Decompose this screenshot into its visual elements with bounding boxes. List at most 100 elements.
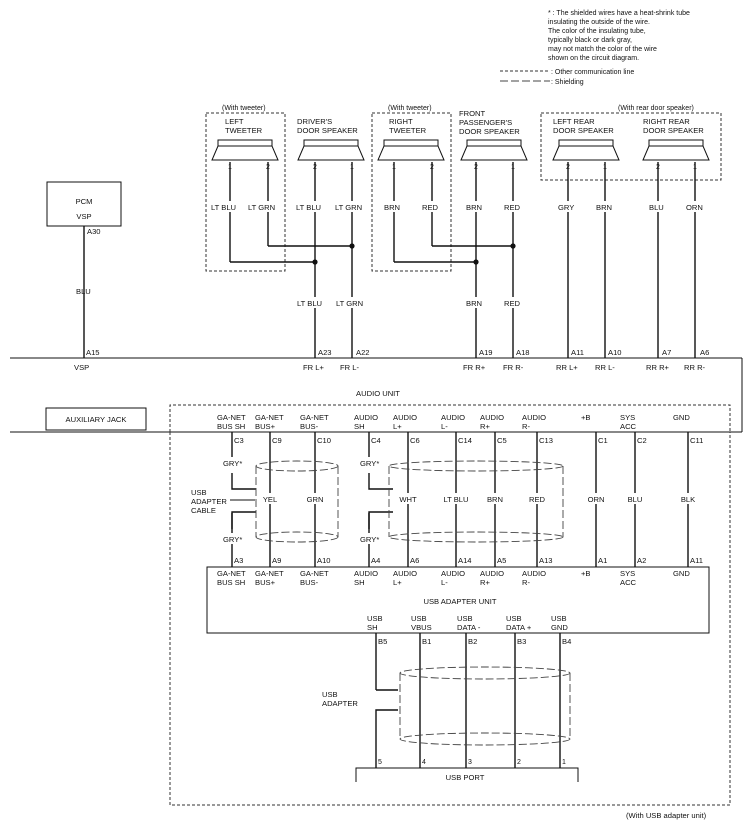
- cable-label-line: CABLE: [191, 506, 216, 515]
- pin-id: C4: [371, 436, 381, 445]
- wire-color: GRY*: [223, 535, 242, 544]
- pcm-title: PCM: [76, 197, 93, 206]
- note-line: may not match the color of the wire: [548, 46, 657, 53]
- usb-port-label: USB PORT: [446, 773, 485, 782]
- port-pin-number: 5: [378, 759, 382, 766]
- pin-label: AUDIO: [441, 569, 465, 578]
- shield-drain-wire: [368, 511, 393, 529]
- wire-color: ORN: [588, 495, 605, 504]
- wire-color: RED: [504, 203, 521, 212]
- pin-label: GND: [673, 569, 690, 578]
- pin-label: AUDIO: [441, 413, 465, 422]
- note-line: insulating the outside of the wire.: [548, 19, 650, 26]
- pin-id: C5: [497, 436, 507, 445]
- pin-label: L+: [393, 422, 402, 431]
- speaker-name: DOOR SPEAKER: [643, 126, 704, 135]
- pin-label: RR L-: [595, 363, 615, 372]
- wire-color: GRY*: [360, 459, 379, 468]
- pin-id: C13: [539, 436, 553, 445]
- pin-id: C9: [272, 436, 282, 445]
- audio-top-pins: A15 VSP A23 FR L+ A22 FR L- A19 FR R+ A1…: [74, 348, 709, 372]
- pin-label: GA-NET: [300, 413, 329, 422]
- usb-port-outline: [355, 767, 579, 782]
- speaker-name: DOOR SPEAKER: [459, 127, 520, 136]
- pin-id: B4: [562, 637, 571, 646]
- shield-drain-wire: [231, 473, 256, 490]
- pin-id: C6: [410, 436, 420, 445]
- pin-id: A4: [371, 556, 380, 565]
- pin-label: FR L-: [340, 363, 359, 372]
- usb-port: USB PORT: [355, 767, 579, 782]
- pin-label: AUDIO: [393, 569, 417, 578]
- right-tweeter-option: (With tweeter): [388, 105, 432, 112]
- wire-color: RED: [529, 495, 546, 504]
- pin-id: A14: [458, 556, 472, 565]
- wire-color: LT GRN: [336, 299, 363, 308]
- pin-id: B2: [468, 637, 477, 646]
- wire-color: BRN: [487, 495, 503, 504]
- speaker-name: PASSENGER'S: [459, 118, 512, 127]
- pin-label: DATA -: [457, 623, 481, 632]
- wire-color: LT GRN: [335, 203, 362, 212]
- pin-label: AUDIO: [522, 569, 546, 578]
- auxiliary-jack: AUXILIARY JACK: [45, 407, 147, 431]
- usb-adapter-cable-label: USB ADAPTER CABLE: [191, 488, 255, 515]
- usb-adapter-shield: [399, 666, 571, 746]
- left-tweeter-option: (With tweeter): [222, 105, 266, 112]
- pin-id: A5: [497, 556, 506, 565]
- wire-color: YEL: [263, 495, 277, 504]
- pin-id: A7: [662, 348, 671, 357]
- pin-label: BUS+: [255, 422, 276, 431]
- right-tweeter-option-box: [371, 112, 452, 272]
- speaker-name: DRIVER'S: [297, 117, 332, 126]
- pin-label: R-: [522, 422, 530, 431]
- pin-id: A3: [234, 556, 243, 565]
- wire-color: LT BLU: [297, 299, 322, 308]
- pin-label: BUS SH: [217, 578, 245, 587]
- port-pin-number: 3: [468, 759, 472, 766]
- pin-label: BUS SH: [217, 422, 245, 431]
- pin-label: ACC: [620, 422, 637, 431]
- pin-number: 1: [392, 164, 396, 171]
- speaker-symbol-icon: [297, 139, 365, 161]
- pin-label: USB: [411, 614, 427, 623]
- pin-label: L+: [393, 578, 402, 587]
- pin-number: 1: [603, 164, 607, 171]
- pin-id: C1: [598, 436, 608, 445]
- pin-label: USB: [551, 614, 567, 623]
- audio-unit: AUDIO UNIT: [10, 357, 743, 433]
- usb-unit-note: (With USB adapter unit): [626, 811, 707, 820]
- wire-color: WHT: [399, 495, 417, 504]
- pin-label: BUS-: [300, 422, 319, 431]
- usb-adapter-label-line: ADAPTER: [322, 699, 358, 708]
- pin-id: A22: [356, 348, 370, 357]
- pin-label: +B: [581, 569, 591, 578]
- wire-color: BLK: [681, 495, 695, 504]
- pin-label: GA-NET: [217, 413, 246, 422]
- pin-label: GND: [551, 623, 568, 632]
- wire-color: GRY*: [223, 459, 242, 468]
- pcm-block: PCM VSP A30 BLU: [46, 181, 122, 358]
- speaker-wiring: [229, 162, 696, 358]
- pin-number: 1: [350, 164, 354, 171]
- pin-number: 2: [313, 164, 317, 171]
- pin-id: C10: [317, 436, 331, 445]
- pin-id: A23: [318, 348, 332, 357]
- pin-label: DATA +: [506, 623, 532, 632]
- usb-option-boundary: [169, 432, 731, 806]
- pin-label: R+: [480, 578, 490, 587]
- pin-label: SYS: [620, 569, 635, 578]
- cable-label-line: ADAPTER: [191, 497, 227, 506]
- note-line: * : The shielded wires have a heat-shrin…: [548, 10, 690, 17]
- speaker-symbol-icon: [211, 139, 279, 161]
- usb-adapter-unit-box: [206, 566, 710, 634]
- pin-id: A6: [700, 348, 709, 357]
- speaker-name: DOOR SPEAKER: [297, 126, 358, 135]
- shielded-wire-note: * : The shielded wires have a heat-shrin…: [548, 10, 690, 62]
- wire-color: RED: [504, 299, 521, 308]
- note-line: The color of the insulating tube,: [548, 28, 646, 35]
- pin-label: USB: [506, 614, 522, 623]
